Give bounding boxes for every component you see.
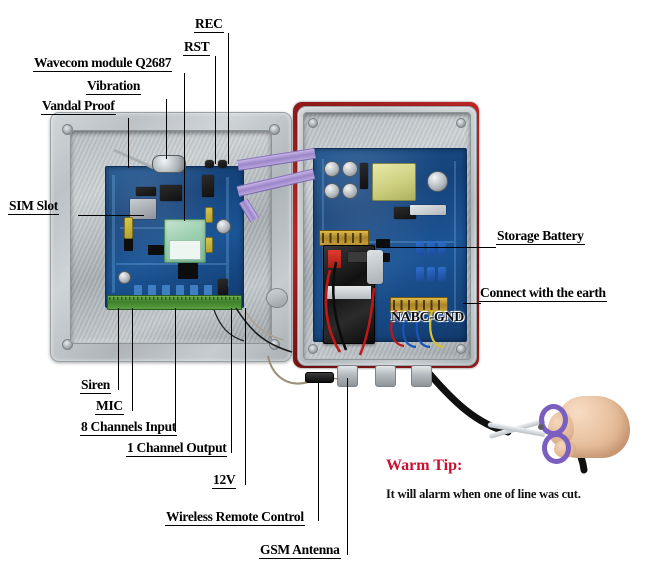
- leader-sim: [78, 215, 144, 217]
- rst-button[interactable]: [218, 160, 227, 168]
- scissors-handle-lower: [542, 432, 571, 464]
- callout-mic: MIC: [95, 398, 124, 415]
- right-enclosure-screw: [456, 344, 466, 354]
- callout-output: 1 Channel Output: [126, 440, 228, 457]
- callout-terminal: NABC-GND: [391, 310, 465, 325]
- warm-tip-heading: Warm Tip:: [386, 457, 463, 474]
- leader-battery: [383, 247, 496, 249]
- warm-tip-body: It will alarm when one of line was cut.: [386, 487, 581, 501]
- leader-output: [231, 308, 233, 453]
- callout-sim: SIM Slot: [8, 198, 59, 215]
- left-enclosure-screw: [62, 339, 73, 350]
- right-enclosure-screw: [456, 118, 466, 128]
- transformer: [372, 163, 416, 201]
- leader-earth: [463, 303, 481, 305]
- callout-inputs: 8 Channels Input: [80, 419, 177, 436]
- scissors-pivot: [538, 424, 544, 430]
- leader-antenna: [347, 378, 349, 555]
- callout-siren: Siren: [80, 377, 112, 394]
- callout-vibration: Vibration: [86, 78, 142, 95]
- sim-slot-socket: [130, 199, 156, 219]
- callout-rec: REC: [194, 16, 224, 33]
- storage-battery: [323, 245, 375, 344]
- callout-remote: Wireless Remote Control: [165, 509, 305, 526]
- battery-terminal-cover: [367, 250, 383, 284]
- leader-mic: [132, 308, 134, 411]
- vibration-sensor: [152, 155, 186, 173]
- leader-siren: [118, 308, 120, 390]
- callout-12v: 12V: [212, 472, 237, 489]
- leader-12v: [245, 308, 247, 485]
- remote-control-icon: [305, 372, 334, 383]
- callout-antenna: GSM Antenna: [259, 542, 341, 559]
- main-control-board: [105, 166, 244, 308]
- callout-wavecom: Wavecom module Q2687: [33, 55, 173, 72]
- leader-vibration: [166, 99, 168, 159]
- cable-gland: [411, 365, 432, 387]
- leader-remote: [318, 381, 320, 521]
- leader-rec: [228, 33, 230, 164]
- right-enclosure-screw: [308, 344, 318, 354]
- leader-inputs: [175, 308, 177, 432]
- left-enclosure-screw: [62, 124, 73, 135]
- leader-wavecom: [184, 73, 186, 221]
- callout-vandal: Vandal Proof: [41, 98, 116, 115]
- right-enclosure-screw: [308, 118, 318, 128]
- cable-gland: [375, 365, 396, 387]
- callout-battery: Storage Battery: [496, 228, 585, 245]
- callout-rst: RST: [183, 39, 211, 56]
- callout-earth: Connect with the earth: [479, 285, 607, 302]
- leader-rst: [215, 56, 217, 164]
- left-enclosure-screw: [269, 124, 280, 135]
- rec-button[interactable]: [205, 160, 214, 168]
- left-terminal-block: [107, 295, 242, 310]
- left-enclosure-latch: [266, 288, 288, 308]
- leader-vandal: [128, 118, 130, 168]
